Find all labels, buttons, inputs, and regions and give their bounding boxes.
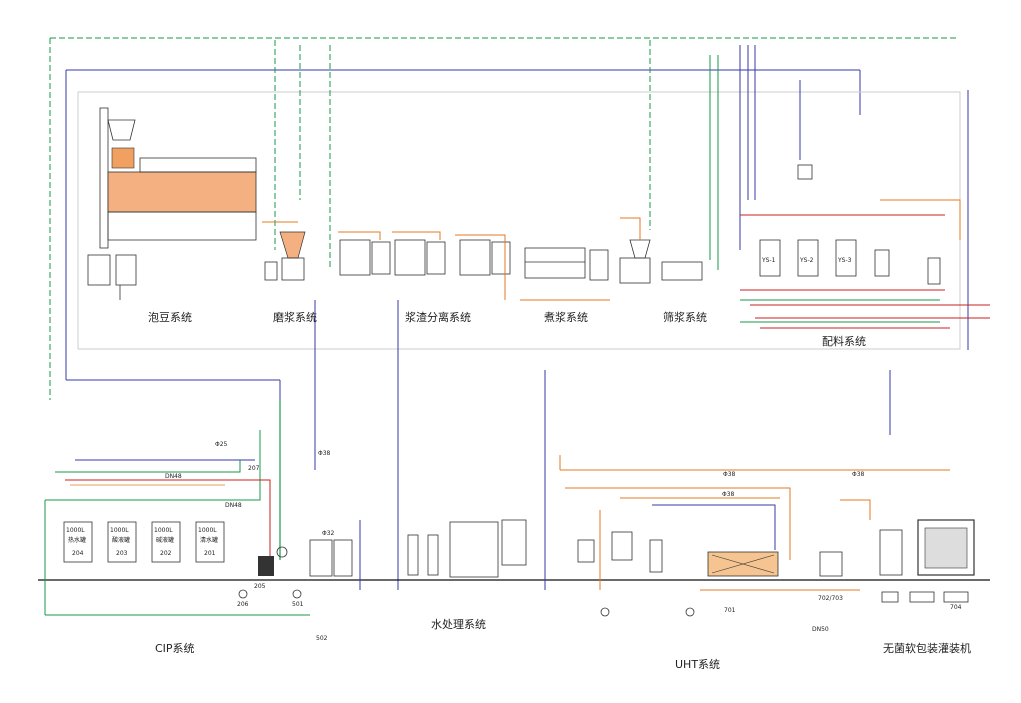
tag-phi25-cip: Φ25: [215, 441, 228, 448]
tag-phi38-filling: Φ38: [852, 471, 865, 478]
soaking-equipment: [87, 107, 257, 300]
label-grinding-system: 磨浆系统: [273, 310, 317, 324]
tag-dn50: DN50: [812, 626, 829, 633]
label-uht-system: UHT系统: [675, 658, 720, 671]
top-piping: [49, 37, 969, 590]
tag-206: 206: [237, 601, 249, 608]
tag-phi38-water: Φ38: [318, 450, 331, 457]
tag-702-703: 702/703: [818, 595, 843, 602]
cip-tank-3-volume: 1000L: [154, 527, 173, 534]
cip-tank-2-volume: 1000L: [110, 527, 129, 534]
cip-tank-4-id: 201: [204, 550, 216, 557]
label-boiling-system: 煮浆系统: [544, 310, 588, 324]
cip-tank-1-id: 204: [72, 550, 84, 557]
separation-equipment: [338, 231, 511, 300]
tag-dn48-a: DN48: [165, 473, 182, 480]
tag-phi38-uht-top: Φ38: [723, 471, 736, 478]
blend-tank-3-label: YS-3: [837, 257, 852, 264]
label-screening-system: 筛浆系统: [663, 310, 707, 324]
cip-tank-2-name: 酸液罐: [112, 536, 130, 544]
tag-205: 205: [254, 583, 266, 590]
cip-tank-1-name: 热水罐: [68, 536, 86, 544]
label-soaking-system: 泡豆系统: [148, 310, 192, 324]
cip-tank-4-name: 清水罐: [200, 536, 218, 544]
uht-equipment: [559, 455, 950, 617]
cip-tank-2-id: 203: [116, 550, 128, 557]
tag-dn48-b: DN48: [225, 502, 242, 509]
blending-equipment: [740, 164, 990, 329]
tag-phi32-water: Φ32: [322, 530, 335, 537]
tag-501: 501: [292, 601, 304, 608]
cip-tank-3-id: 202: [160, 550, 172, 557]
water-treatment-equipment: [309, 500, 546, 590]
blend-tank-1-label: YS-1: [761, 257, 776, 264]
label-filling-system: 无菌软包装灌装机: [883, 641, 971, 655]
cip-tank-1-volume: 1000L: [66, 527, 85, 534]
tag-704: 704: [950, 604, 962, 611]
filling-equipment: [879, 370, 975, 603]
label-blending-system: 配料系统: [822, 334, 866, 348]
tag-502: 502: [316, 635, 328, 642]
label-water-system: 水处理系统: [431, 618, 486, 631]
tag-701: 701: [724, 607, 736, 614]
cip-equipment: [44, 400, 310, 616]
tag-phi38-uht-mid: Φ38: [722, 491, 735, 498]
label-separation-system: 浆渣分离系统: [405, 310, 471, 324]
label-cip-system: CIP系统: [155, 642, 195, 655]
tag-207: 207: [248, 465, 260, 472]
cip-tank-4-volume: 1000L: [198, 527, 217, 534]
blend-tank-2-label: YS-2: [799, 257, 814, 264]
cip-tank-3-name: 碱液罐: [156, 536, 174, 544]
grinding-equipment: [262, 221, 306, 281]
boiling-equipment: [520, 247, 610, 301]
screening-equipment: [619, 217, 703, 284]
